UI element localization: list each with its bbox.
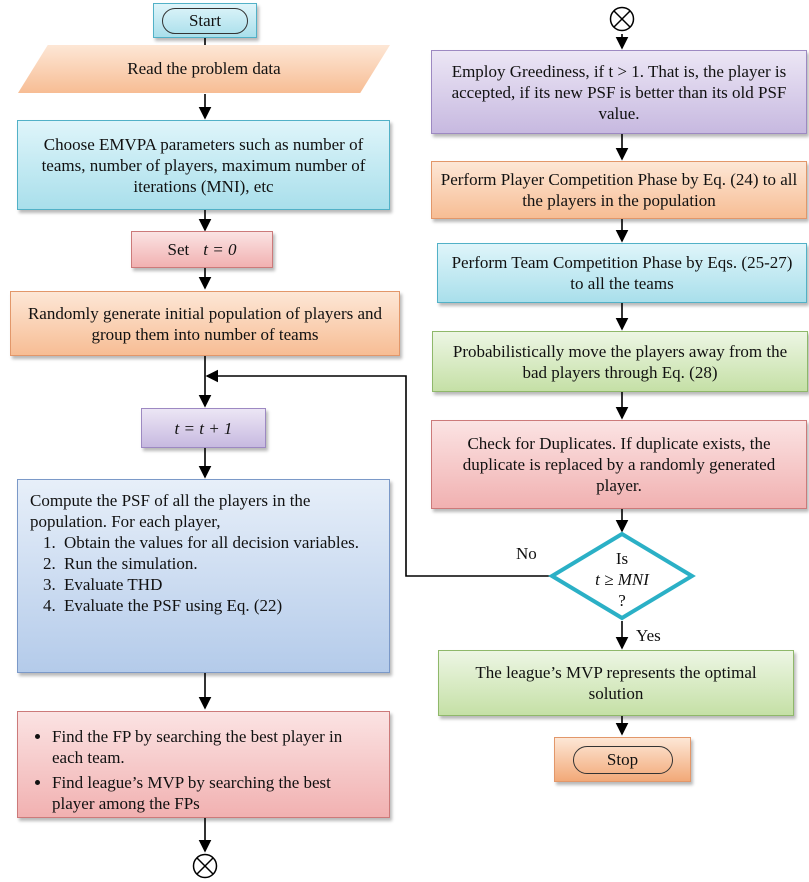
start-terminal: Start bbox=[153, 3, 257, 38]
decision-question: ? bbox=[618, 591, 626, 610]
duplicates-label: Check for Duplicates. If duplicate exist… bbox=[462, 434, 776, 495]
read-data-box: Read the problem data bbox=[18, 45, 390, 93]
move-players-box: Probabilistically move the players away … bbox=[432, 331, 808, 392]
increment-equation: t = t + 1 bbox=[174, 418, 233, 438]
choose-parameters-label: Choose EMVPA parameters such as number o… bbox=[41, 134, 366, 196]
find-bullet: Find league’s MVP by searching the best … bbox=[52, 772, 377, 814]
stop-terminal: Stop bbox=[554, 737, 691, 782]
compute-step: Run the simulation. bbox=[60, 553, 377, 574]
greediness-label: Employ Greediness, if t > 1. That is, th… bbox=[451, 61, 787, 123]
choose-parameters-box: Choose EMVPA parameters such as number o… bbox=[17, 120, 390, 210]
team-competition-box: Perform Team Competition Phase by Eqs. (… bbox=[437, 243, 807, 303]
set-equation: t = 0 bbox=[203, 240, 237, 259]
find-bullet: Find the FP by searching the best player… bbox=[52, 726, 377, 768]
compute-step: Obtain the values for all decision varia… bbox=[60, 532, 377, 553]
move-players-label: Probabilistically move the players away … bbox=[452, 341, 788, 382]
mvp-solution-label: The league’s MVP represents the optimal … bbox=[475, 663, 757, 703]
mvp-solution-box: The league’s MVP represents the optimal … bbox=[438, 650, 794, 716]
compute-psf-intro: Compute the PSF of all the players in th… bbox=[30, 491, 311, 531]
set-label: Set bbox=[167, 240, 190, 259]
decision-diamond bbox=[548, 531, 696, 621]
duplicates-box: Check for Duplicates. If duplicate exist… bbox=[431, 420, 807, 509]
player-competition-box: Perform Player Competition Phase by Eq. … bbox=[431, 161, 807, 219]
decision-condition: t ≥ MNI bbox=[595, 570, 649, 589]
random-init-label: Randomly generate initial population of … bbox=[27, 303, 383, 344]
connector-bottom-icon bbox=[192, 853, 218, 879]
compute-step: Evaluate THD bbox=[60, 574, 377, 595]
yes-label: Yes bbox=[636, 626, 661, 645]
start-label: Start bbox=[162, 7, 248, 34]
compute-psf-box: Compute the PSF of all the players in th… bbox=[17, 479, 390, 673]
team-competition-label: Perform Team Competition Phase by Eqs. (… bbox=[451, 253, 793, 293]
stop-label: Stop bbox=[572, 745, 673, 774]
no-label: No bbox=[516, 544, 537, 563]
compute-steps-list: Obtain the values for all decision varia… bbox=[30, 532, 377, 616]
set-t-box: Set t = 0 bbox=[131, 231, 273, 268]
greediness-box: Employ Greediness, if t > 1. That is, th… bbox=[431, 50, 807, 134]
compute-step: Evaluate the PSF using Eq. (22) bbox=[60, 595, 377, 616]
find-best-box: Find the FP by searching the best player… bbox=[17, 711, 390, 818]
decision-text: Is t ≥ MNI ? bbox=[582, 548, 662, 611]
read-data-label: Read the problem data bbox=[127, 59, 281, 78]
find-best-list: Find the FP by searching the best player… bbox=[30, 726, 377, 814]
player-competition-label: Perform Player Competition Phase by Eq. … bbox=[440, 170, 798, 210]
decision-is: Is bbox=[615, 549, 629, 568]
increment-t-box: t = t + 1 bbox=[141, 408, 266, 448]
connector-top-icon bbox=[609, 6, 635, 32]
random-init-box: Randomly generate initial population of … bbox=[10, 291, 400, 356]
